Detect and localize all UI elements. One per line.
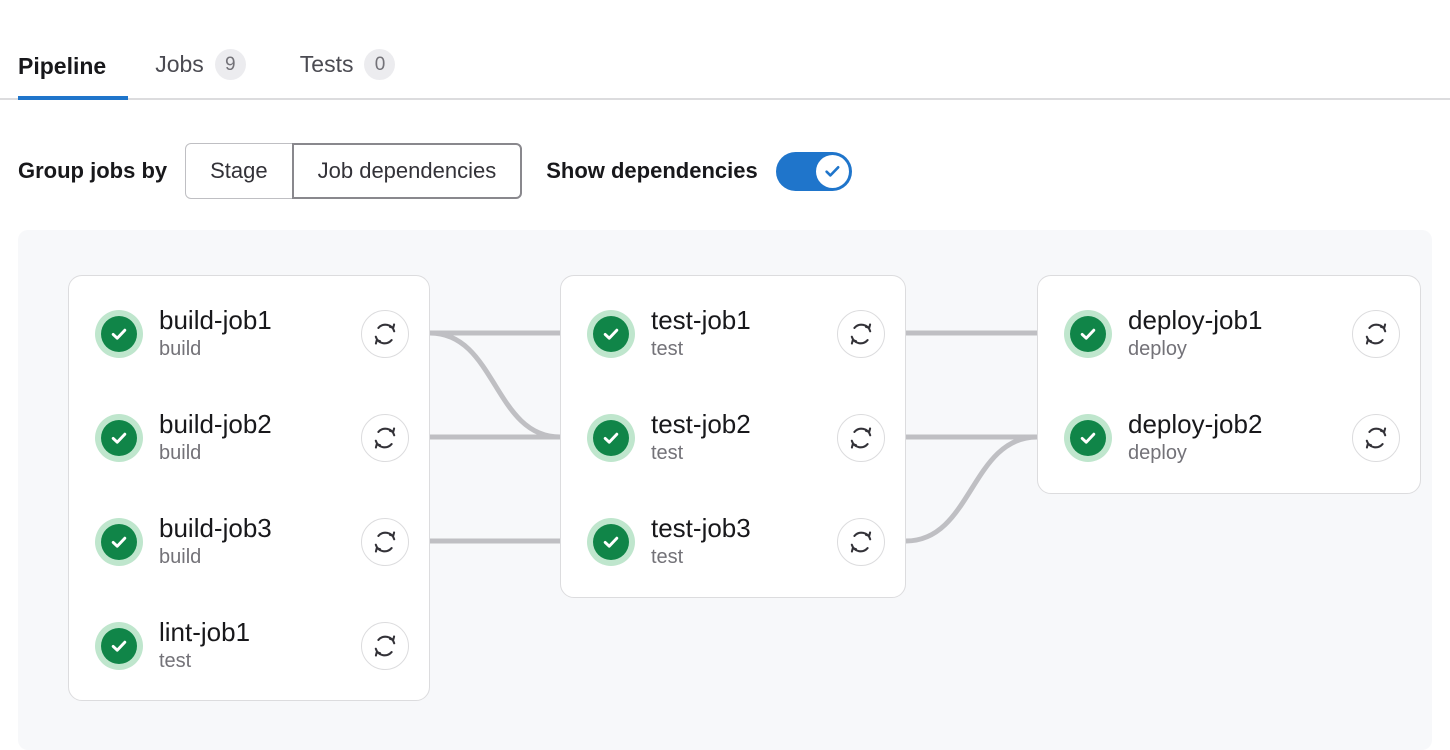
- group-jobs-by-label: Group jobs by: [18, 158, 167, 184]
- status-success-icon: [587, 518, 635, 566]
- status-success-icon: [1064, 414, 1112, 462]
- edge-build-job1-test-job2: [430, 333, 560, 437]
- retry-icon[interactable]: [361, 518, 409, 566]
- status-success-icon: [1064, 310, 1112, 358]
- tab-jobs-label: Jobs: [155, 51, 204, 78]
- retry-icon[interactable]: [361, 622, 409, 670]
- job-text: test-job3 test: [651, 514, 837, 571]
- job-name: lint-job1: [159, 618, 361, 648]
- retry-icon[interactable]: [837, 518, 885, 566]
- job-name: build-job3: [159, 514, 361, 544]
- tab-list: Pipeline Jobs 9 Tests 0: [18, 49, 422, 98]
- status-success-icon: [95, 622, 143, 670]
- job-name: deploy-job1: [1128, 306, 1352, 336]
- tab-pipeline-label: Pipeline: [18, 53, 106, 80]
- tabs-bar: Pipeline Jobs 9 Tests 0: [0, 0, 1450, 100]
- retry-icon[interactable]: [1352, 414, 1400, 462]
- group-jobs-by-segmented-control: Stage Job dependencies: [185, 143, 522, 199]
- job-card-build-job3[interactable]: build-job3 build: [69, 490, 429, 594]
- job-name: deploy-job2: [1128, 410, 1352, 440]
- job-stage: test: [159, 648, 361, 674]
- tab-tests[interactable]: Tests 0: [273, 49, 423, 98]
- job-name: build-job2: [159, 410, 361, 440]
- job-name: test-job3: [651, 514, 837, 544]
- job-card-lint-job1[interactable]: lint-job1 test: [69, 594, 429, 698]
- status-success-icon: [95, 518, 143, 566]
- retry-icon[interactable]: [361, 310, 409, 358]
- job-card-build-job1[interactable]: build-job1 build: [69, 282, 429, 386]
- tab-jobs[interactable]: Jobs 9: [128, 49, 273, 98]
- job-stage: test: [651, 440, 837, 466]
- tab-jobs-badge: 9: [215, 49, 246, 80]
- job-stage: build: [159, 336, 361, 362]
- job-card-test-job1[interactable]: test-job1 test: [561, 282, 905, 386]
- status-success-icon: [587, 414, 635, 462]
- job-column-1: build-job1 build build-job2 build: [68, 275, 430, 701]
- job-card-test-job3[interactable]: test-job3 test: [561, 490, 905, 594]
- tab-tests-label: Tests: [300, 51, 354, 78]
- job-card-deploy-job2[interactable]: deploy-job2 deploy: [1038, 386, 1420, 490]
- job-text: test-job1 test: [651, 306, 837, 363]
- job-card-test-job2[interactable]: test-job2 test: [561, 386, 905, 490]
- job-text: lint-job1 test: [159, 618, 361, 675]
- retry-icon[interactable]: [1352, 310, 1400, 358]
- group-by-stage-button[interactable]: Stage: [185, 143, 293, 199]
- job-stage: test: [651, 336, 837, 362]
- job-text: build-job2 build: [159, 410, 361, 467]
- retry-icon[interactable]: [837, 414, 885, 462]
- job-text: deploy-job2 deploy: [1128, 410, 1352, 467]
- show-dependencies-label: Show dependencies: [546, 158, 758, 184]
- status-success-icon: [95, 310, 143, 358]
- job-column-3: deploy-job1 deploy deploy-job2 deploy: [1037, 275, 1421, 494]
- graph-controls: Group jobs by Stage Job dependencies Sho…: [18, 143, 852, 199]
- job-text: test-job2 test: [651, 410, 837, 467]
- job-name: test-job2: [651, 410, 837, 440]
- tab-tests-badge: 0: [364, 49, 395, 80]
- job-text: deploy-job1 deploy: [1128, 306, 1352, 363]
- job-stage: deploy: [1128, 336, 1352, 362]
- job-card-build-job2[interactable]: build-job2 build: [69, 386, 429, 490]
- job-name: build-job1: [159, 306, 361, 336]
- show-dependencies-toggle[interactable]: [776, 152, 852, 191]
- retry-icon[interactable]: [837, 310, 885, 358]
- status-success-icon: [95, 414, 143, 462]
- job-stage: build: [159, 440, 361, 466]
- job-text: build-job3 build: [159, 514, 361, 571]
- status-success-icon: [587, 310, 635, 358]
- edge-test-job3-deploy-job2: [906, 437, 1037, 541]
- job-stage: build: [159, 544, 361, 570]
- job-stage: deploy: [1128, 440, 1352, 466]
- retry-icon[interactable]: [361, 414, 409, 462]
- tab-pipeline[interactable]: Pipeline: [18, 53, 128, 98]
- pipeline-graph-canvas: build-job1 build build-job2 build: [18, 230, 1432, 750]
- job-card-deploy-job1[interactable]: deploy-job1 deploy: [1038, 282, 1420, 386]
- show-dependencies-group: Show dependencies: [546, 152, 852, 191]
- job-text: build-job1 build: [159, 306, 361, 363]
- toggle-knob: [816, 155, 849, 188]
- job-name: test-job1: [651, 306, 837, 336]
- check-icon: [823, 162, 842, 181]
- job-column-2: test-job1 test test-job2 test: [560, 275, 906, 598]
- job-stage: test: [651, 544, 837, 570]
- group-by-job-dependencies-button[interactable]: Job dependencies: [292, 143, 523, 199]
